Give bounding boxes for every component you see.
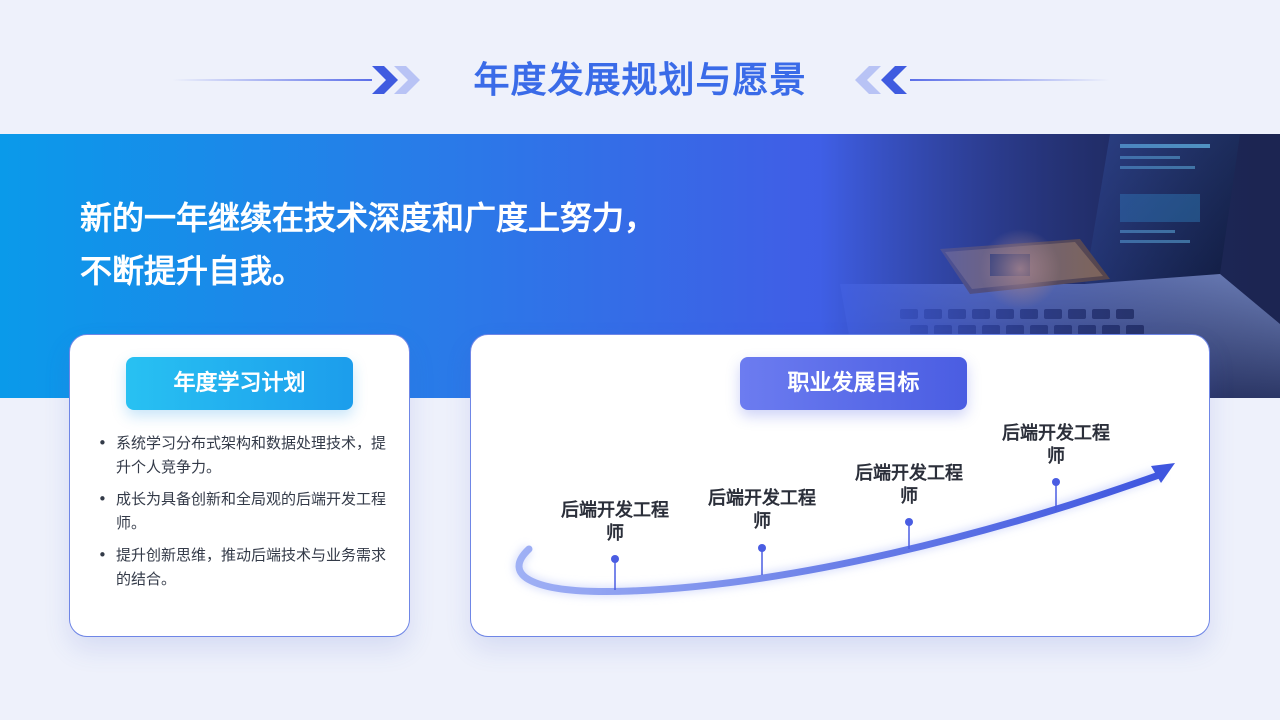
milestone-marker [1052, 478, 1060, 511]
growth-curve [515, 471, 1163, 595]
career-goals-card: 职业发展目标 [470, 334, 1210, 637]
hero-headline-line2: 不断提升自我。 [80, 252, 305, 290]
milestone-marker [611, 555, 619, 590]
title-row: 年度发展规划与愿景 [0, 0, 1280, 134]
double-chevron-right-icon [372, 66, 420, 94]
growth-timeline [513, 463, 1175, 598]
learning-plan-heading: 年度学习计划 [126, 357, 353, 410]
career-goals-heading: 职业发展目标 [740, 357, 967, 410]
milestone-marker [758, 544, 766, 575]
milestone-label: 后端开发工程师 [855, 463, 963, 507]
arrow-head-icon [1151, 463, 1175, 483]
milestone-label: 后端开发工程师 [561, 500, 669, 544]
learning-plan-card: 年度学习计划 系统学习分布式架构和数据处理技术，提升个人竞争力。 成长为具备创新… [69, 334, 410, 637]
milestone-label: 后端开发工程师 [1002, 423, 1110, 467]
learning-plan-list: 系统学习分布式架构和数据处理技术，提升个人竞争力。 成长为具备创新和全局观的后端… [98, 431, 388, 599]
list-item: 系统学习分布式架构和数据处理技术，提升个人竞争力。 [98, 431, 388, 479]
list-item: 提升创新思维，推动后端技术与业务需求的结合。 [98, 543, 388, 591]
hero-headline: 新的一年继续在技术深度和广度上努力， 不断提升自我。 [80, 192, 780, 298]
title-decor-line-left [172, 79, 372, 81]
milestone-label: 后端开发工程师 [708, 488, 816, 532]
list-item: 成长为具备创新和全局观的后端开发工程师。 [98, 487, 388, 535]
milestone-marker [905, 518, 913, 549]
hero-headline-line1: 新的一年继续在技术深度和广度上努力， [80, 199, 657, 237]
page-title: 年度发展规划与愿景 [473, 60, 807, 101]
title-decor-line-right [910, 79, 1110, 81]
double-chevron-left-icon [855, 66, 907, 94]
